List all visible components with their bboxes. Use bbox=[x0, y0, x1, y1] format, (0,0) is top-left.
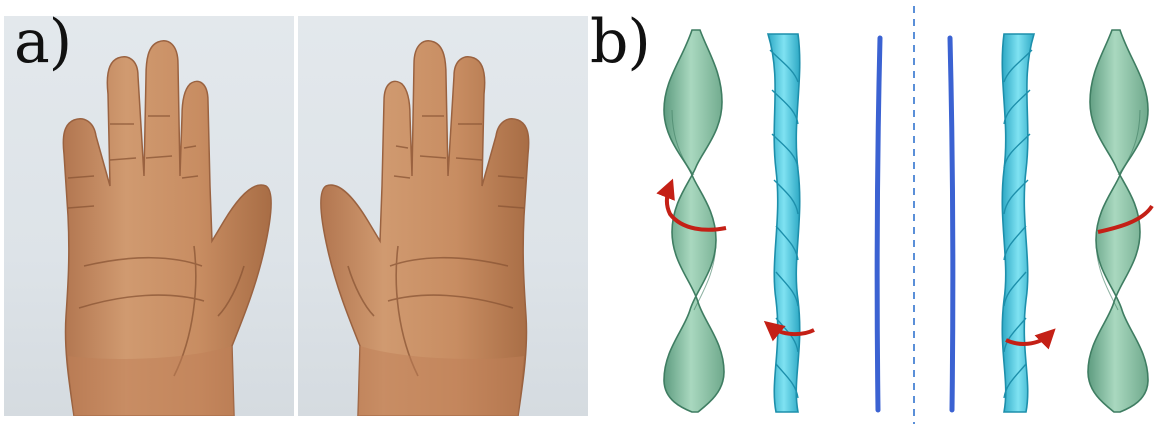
right-twisted-ribbon bbox=[1088, 30, 1148, 412]
right-hand-photo bbox=[298, 16, 588, 416]
left-straight-line bbox=[877, 38, 880, 410]
left-twisted-rope bbox=[768, 34, 800, 412]
panel-a-label: a) bbox=[14, 12, 71, 72]
panel-b-label: b) bbox=[590, 12, 650, 72]
right-straight-line bbox=[950, 38, 953, 410]
helix-illustration bbox=[586, 0, 1156, 426]
left-twisted-ribbon bbox=[664, 30, 724, 412]
panel-b bbox=[586, 0, 1156, 426]
right-hand-drawing bbox=[298, 16, 588, 416]
right-twisted-rope bbox=[1002, 34, 1034, 412]
